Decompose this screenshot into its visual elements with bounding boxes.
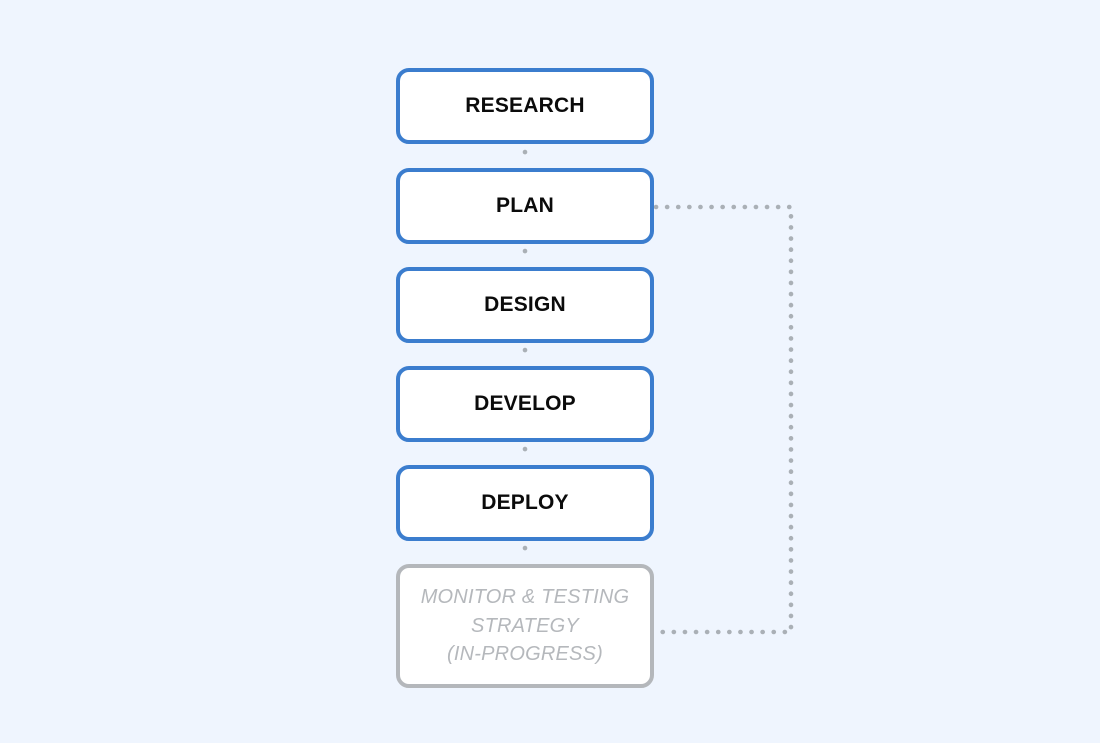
- flow-node-label: PLAN: [496, 193, 554, 217]
- flow-node-label: RESEARCH: [465, 93, 585, 117]
- flow-node-design[interactable]: DESIGN: [396, 267, 654, 343]
- flow-node-label: DEPLOY: [481, 490, 569, 514]
- flow-node-label: MONITOR & TESTING STRATEGY (IN-PROGRESS): [420, 586, 630, 666]
- connector-monitor-feedback-to-plan: [653, 204, 794, 635]
- flow-node-plan[interactable]: PLAN: [396, 168, 654, 244]
- flow-node-label: DEVELOP: [474, 391, 576, 415]
- flow-node-monitor-testing-strategy[interactable]: MONITOR & TESTING STRATEGY (IN-PROGRESS): [396, 564, 654, 688]
- flow-node-deploy[interactable]: DEPLOY: [396, 465, 654, 541]
- flow-node-research[interactable]: RESEARCH: [396, 68, 654, 144]
- flow-node-label: DESIGN: [484, 292, 566, 316]
- flow-node-develop[interactable]: DEVELOP: [396, 366, 654, 442]
